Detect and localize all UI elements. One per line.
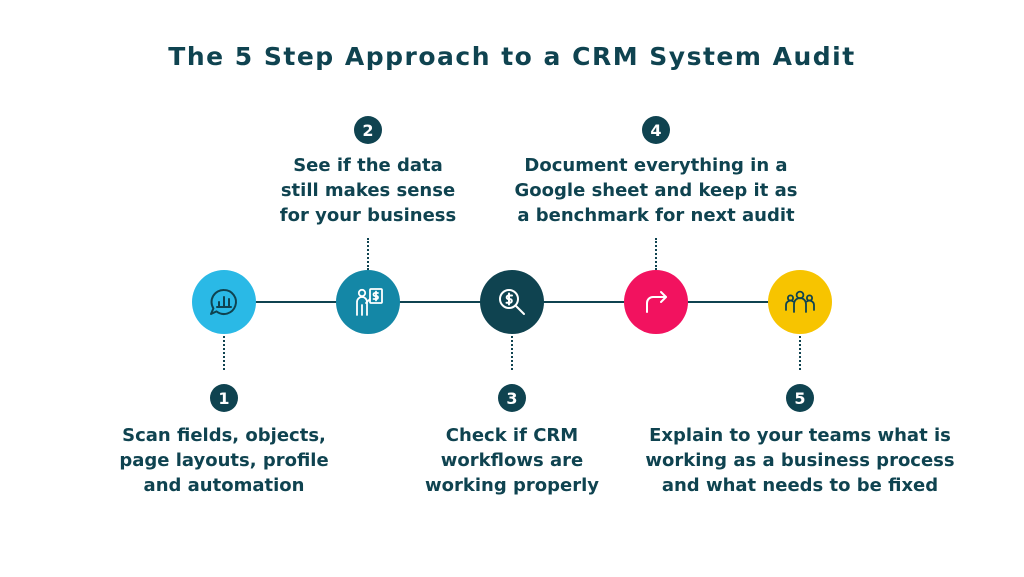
step-3-connector — [511, 336, 513, 370]
step-4-line: Google sheet and keep it as — [514, 180, 798, 201]
step-2-number: 2 — [354, 116, 382, 144]
step-1-circle — [192, 270, 256, 334]
step-4-connector — [655, 238, 657, 270]
step-2-line: See if the data — [293, 155, 443, 176]
step-3-number: 3 — [498, 384, 526, 412]
step-2-description: See if the data still makes sense for yo… — [198, 153, 538, 228]
step-5-description: Explain to your teams what is working as… — [630, 423, 970, 498]
person-money-board-icon — [356, 288, 383, 316]
step-3-line: working properly — [425, 475, 599, 496]
step-1-connector — [223, 336, 225, 370]
step-3-line: workflows are — [440, 450, 584, 471]
step-2-connector — [367, 238, 369, 270]
step-1-description: Scan fields, objects, page layouts, prof… — [54, 423, 394, 498]
step-5-circle — [768, 270, 832, 334]
step-3-line: Check if CRM — [445, 425, 579, 446]
page-title: The 5 Step Approach to a CRM System Audi… — [168, 42, 856, 71]
step-5-connector — [799, 336, 801, 370]
redirect-arrow-icon — [646, 291, 667, 313]
team-group-icon — [785, 290, 815, 313]
step-2-circle — [336, 270, 400, 334]
step-4-line: a benchmark for next audit — [517, 205, 795, 226]
money-search-icon — [499, 289, 525, 315]
step-3-description: Check if CRM workflows are working prope… — [342, 423, 682, 498]
step-1-number: 1 — [210, 384, 238, 412]
step-3-circle — [480, 270, 544, 334]
step-4-circle — [624, 270, 688, 334]
step-5-line: and what needs to be fixed — [661, 475, 939, 496]
step-4-line: Document everything in a — [524, 155, 788, 176]
chat-chart-icon — [210, 288, 237, 315]
step-2-line: for your business — [279, 205, 457, 226]
step-5-number: 5 — [786, 384, 814, 412]
step-4-description: Document everything in a Google sheet an… — [486, 153, 826, 228]
step-1-line: and automation — [143, 475, 305, 496]
step-1-line: Scan fields, objects, — [122, 425, 326, 446]
step-2-line: still makes sense — [280, 180, 456, 201]
step-1-line: page layouts, profile — [119, 450, 329, 471]
step-5-line: working as a business process — [645, 450, 955, 471]
step-5-line: Explain to your teams what is — [649, 425, 951, 446]
step-4-number: 4 — [642, 116, 670, 144]
